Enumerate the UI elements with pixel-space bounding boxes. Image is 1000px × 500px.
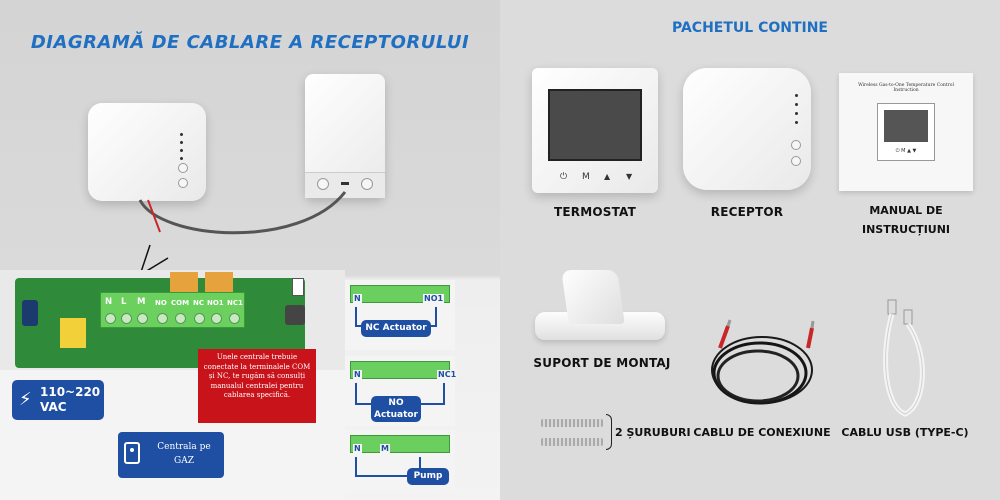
gas-label-2: GAZ [174, 456, 194, 466]
manual-label-1: MANUAL DE [869, 204, 943, 217]
terminal-com: COM [171, 299, 190, 307]
mounting-stand-image [535, 270, 665, 345]
screw-image [541, 419, 603, 427]
terminal-nc: NC [193, 299, 204, 307]
receiver-led-indicators [795, 94, 798, 124]
voltage-badge: ⚡ 110~220 VAC [12, 380, 104, 420]
tag-line: NO [388, 398, 404, 408]
screw-image [541, 438, 603, 446]
terminal-nc1: NC1 [227, 299, 243, 307]
tag-line: Actuator [373, 410, 418, 420]
instruction-manual-image: Wireless Gas-to-One Temperature Control … [839, 73, 973, 191]
receiver-label: RECEPTOR [710, 205, 784, 219]
pcb-switch [292, 278, 304, 296]
nc-actuator-diagram: N NO1 NC Actuator [345, 280, 455, 350]
usb-cable-label: CABLU USB (TYPE-C) [841, 426, 969, 439]
manual-header: Wireless Gas-to-One Temperature Control … [858, 83, 954, 93]
boiler-image [305, 74, 385, 198]
diagram-label: NC1 [437, 370, 458, 379]
boiler-wiring-note: Unele centrale trebuie conectate la term… [198, 349, 316, 423]
gas-label-1: Centrala pe [157, 442, 211, 452]
terminal-block: N L M NO COM NC NO1 NC1 [100, 292, 245, 328]
terminal-n: N [105, 297, 113, 307]
receiver-button [791, 156, 801, 166]
diagram-label: N [353, 294, 362, 303]
no-actuator-diagram: N NC1 NO Actuator [345, 356, 458, 426]
thermostat-label: TERMOSTAT [553, 205, 636, 219]
yellow-component [60, 318, 86, 348]
usb-cable-image [883, 299, 925, 417]
thermostat-screen [548, 89, 642, 161]
diagram-label: NO1 [423, 294, 445, 303]
thermostat-power-icon: ⏻ [560, 172, 568, 182]
package-contents-title: PACHETUL CONTINE [671, 20, 828, 36]
lightning-icon: ⚡ [19, 389, 32, 410]
pump-diagram: N M Pump [345, 430, 455, 490]
pcb-button [285, 305, 305, 325]
screws-label: 2 ȘURUBURI [615, 426, 691, 439]
no-actuator-tag: NO Actuator [371, 396, 421, 422]
manual-label-2: INSTRUCȚIUNI [861, 223, 951, 236]
boiler-power-icon [317, 178, 329, 190]
diagram-label: N [353, 370, 362, 379]
terminal-m: M [137, 297, 146, 307]
connection-cable-label: CABLU DE CONEXIUNE [693, 426, 831, 439]
terminal-l: L [121, 297, 127, 307]
thermostat-mode-icon: M [582, 172, 590, 182]
screw-brace [606, 414, 612, 450]
terminal-no1: NO1 [207, 299, 224, 307]
receiver-led-indicators [180, 133, 183, 160]
receiver-image [683, 68, 811, 190]
thermostat-image: ⏻ M ▲ ▼ [532, 68, 658, 193]
diagram-label: N [353, 444, 362, 453]
voltage-unit: VAC [40, 400, 67, 414]
thermostat-down-icon: ▼ [626, 172, 633, 181]
boiler-dial-icon [361, 178, 373, 190]
gas-boiler-badge: Centrala pe GAZ [118, 432, 224, 478]
mounting-stand-label: SUPORT DE MONTAJ [533, 356, 671, 370]
receiver-button [791, 140, 801, 150]
nc-actuator-tag: NC Actuator [361, 320, 431, 337]
receiver-button [178, 178, 188, 188]
capacitor [22, 300, 38, 326]
terminal-no: NO [155, 299, 167, 307]
connection-cable-image [711, 319, 815, 405]
thermostat-up-icon: ▲ [604, 172, 611, 181]
voltage-value: 110~220 [40, 385, 101, 399]
pump-tag: Pump [407, 468, 449, 485]
wiring-diagram-title: DIAGRAMĂ DE CABLARE A RECEPTORULUI [30, 32, 470, 53]
boiler-icon [124, 442, 140, 464]
receiver-unit-image [88, 103, 206, 201]
diagram-label: M [380, 444, 390, 453]
receiver-button [178, 163, 188, 173]
